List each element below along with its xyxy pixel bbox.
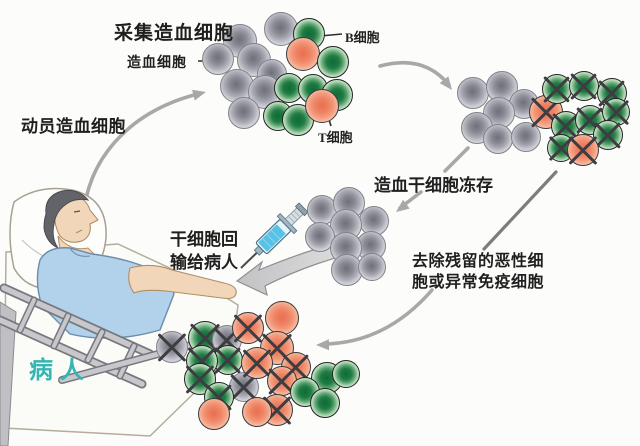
collect-cells-label: 采集造血细胞	[114, 23, 235, 44]
b-cell-label: B细胞	[345, 30, 380, 45]
bed-frame	[0, 301, 17, 446]
patient-illustration	[0, 187, 239, 446]
green-cell	[213, 345, 243, 375]
t-cell-label: T细胞	[318, 130, 353, 145]
patient-arm	[128, 264, 237, 300]
orange-cell	[242, 397, 272, 427]
orange-cell	[198, 398, 230, 430]
mobilize-cells-label: 动员造血细胞	[21, 117, 126, 136]
gray-cell	[202, 43, 234, 75]
patient-label: 病人	[29, 358, 91, 384]
orange-cell	[265, 301, 299, 335]
x-mark	[543, 75, 571, 103]
green-cell	[310, 388, 340, 418]
arrow-collect-to-process	[378, 60, 452, 90]
x-mark	[233, 313, 263, 343]
x-mark	[214, 346, 242, 374]
green-cell	[569, 71, 599, 101]
arrow-to-patient-cells	[316, 288, 434, 351]
gray-cell	[228, 97, 260, 129]
orange-cell	[232, 312, 264, 344]
green-cell	[542, 74, 572, 104]
remove-pointer-line	[482, 170, 558, 251]
green-cell	[332, 360, 360, 388]
gray-cell	[156, 331, 188, 363]
orange-cell	[286, 37, 320, 71]
x-mark	[570, 72, 598, 100]
cryopreserve-label: 造血干细胞冻存	[374, 176, 493, 195]
bed-rail	[0, 283, 236, 389]
gray-cell	[358, 253, 386, 281]
green-cell	[282, 104, 314, 136]
arrow-freeze	[396, 146, 470, 212]
orange-cell	[305, 89, 339, 123]
reinfuse-label: 干细胞回输给病人	[170, 230, 238, 272]
green-cell	[317, 46, 349, 78]
syringe-icon	[240, 202, 309, 269]
orange-cell	[567, 134, 599, 166]
x-mark	[568, 135, 598, 165]
hematopoietic-cell-label: 造血细胞	[127, 56, 187, 71]
remove-malignant-label: 去除残留的恶性细胞或异常免疫细胞	[412, 253, 545, 292]
x-mark	[157, 332, 187, 362]
gray-cell	[457, 77, 489, 109]
patient-hair	[43, 189, 90, 249]
gray-cell	[483, 124, 513, 154]
